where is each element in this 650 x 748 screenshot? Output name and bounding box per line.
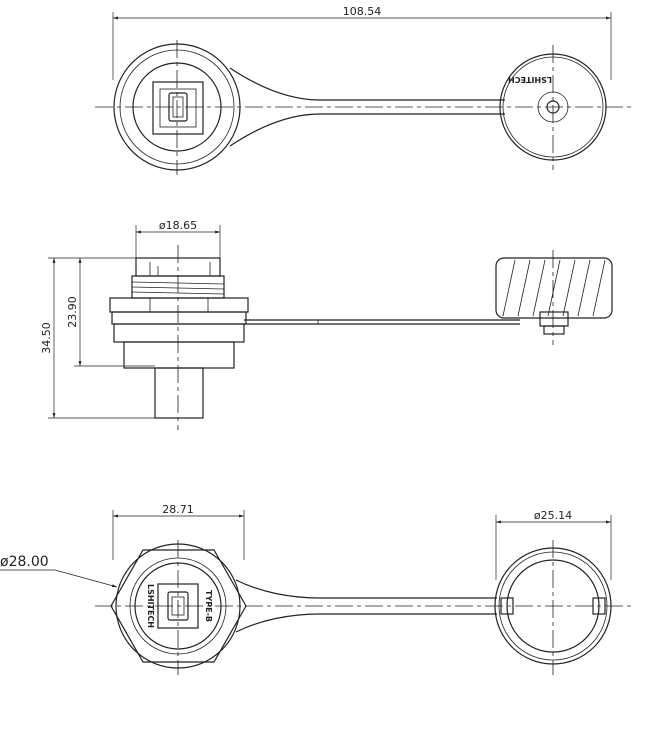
side-view: ø18.65 34.50 23.90 <box>40 219 613 430</box>
body-height-label: 23.90 <box>66 296 79 328</box>
top-view: 108.54 LSHITECH <box>95 5 635 175</box>
overall-length-label: 108.54 <box>343 5 382 18</box>
outer-diameter-label: ø28.00 <box>0 554 49 570</box>
total-height-label: 34.50 <box>40 322 53 354</box>
thread-diameter-label: ø18.65 <box>159 219 197 232</box>
cap-diameter-label: ø25.14 <box>534 509 572 522</box>
brand-label-top: LSHITECH <box>508 75 552 84</box>
width-across-flats-label: 28.71 <box>162 503 194 516</box>
front-view: 28.71 ø25.14 ø28.00 LSHITECH TYPE-B <box>0 503 635 675</box>
